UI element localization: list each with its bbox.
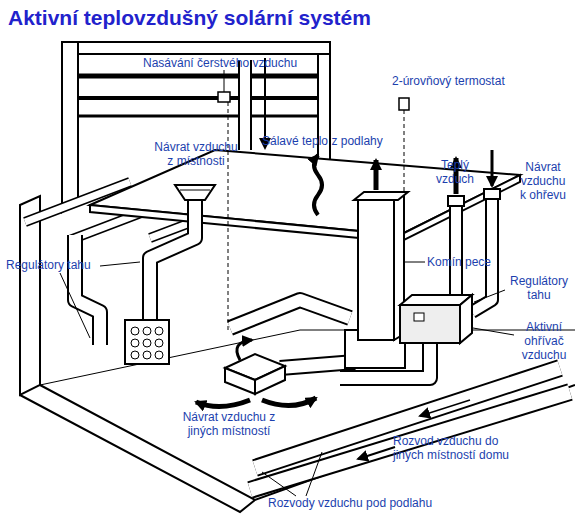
box-side — [225, 368, 255, 394]
floor-duct — [250, 392, 570, 490]
intake-duct — [240, 60, 250, 150]
supply-duct — [230, 300, 350, 328]
thermostat-symbol — [399, 98, 409, 110]
floor-duct — [250, 392, 570, 490]
leader-lines — [60, 70, 514, 496]
grille-hole — [155, 339, 163, 347]
grille-hole — [143, 351, 151, 359]
callout-label: Sálavé teplo z podlahy — [262, 134, 383, 148]
glazing-bar — [78, 115, 318, 118]
grille-hole — [143, 327, 151, 335]
basement-floor-back — [40, 330, 575, 385]
damper-duct — [75, 235, 100, 345]
flow-arrow — [196, 400, 250, 407]
basement-wall — [20, 196, 40, 395]
flow-arrow — [358, 447, 395, 459]
callout-label: 2-úrovňový termostat — [392, 74, 505, 88]
grille-hole — [155, 327, 163, 335]
intake-duct — [238, 60, 252, 150]
register-grille — [180, 190, 210, 191]
diagram-title: Aktivní teplovzdušný solární systém — [8, 6, 371, 30]
callout-label: Aktivní ohřívač vzduchu — [516, 320, 572, 362]
callout-label: Regulátory tahu — [506, 274, 572, 302]
floor-register — [175, 185, 215, 200]
air-ducts — [75, 60, 570, 490]
callout-label: Rozvody vzduchu pod podlahu — [268, 496, 432, 510]
supply-duct — [280, 362, 355, 368]
duct-cap — [448, 196, 464, 206]
thermostat-wire — [404, 110, 405, 198]
collector-post — [62, 42, 78, 212]
callout-label: Návrat vzduchu z jiných místností — [176, 410, 282, 438]
callout-label: Regulátory tahu — [6, 258, 91, 272]
active-heater — [400, 295, 472, 343]
return-duct — [150, 200, 195, 322]
duct-cap — [484, 189, 500, 199]
glazing-bar — [78, 74, 318, 79]
grille-hole — [131, 339, 139, 347]
radiant-heat-arrow — [314, 155, 322, 215]
furnace-chimney — [345, 192, 408, 368]
grille-hole — [155, 351, 163, 359]
flow-arrow — [374, 160, 379, 190]
flow-arrow — [262, 398, 316, 406]
grille-hole — [131, 351, 139, 359]
callout-label: Návrat vzduchu z místnosti — [150, 140, 242, 168]
collector-beam — [78, 42, 330, 54]
grille-hole — [143, 339, 151, 347]
leader-line — [262, 472, 296, 496]
leader-line — [100, 262, 140, 266]
callout-label: Rozvod vzduchu do jiných místností domu — [393, 434, 531, 462]
chimney-front — [358, 200, 394, 340]
basement-shell — [20, 196, 575, 512]
glazing-bar — [78, 96, 318, 100]
leader-line — [224, 70, 225, 92]
hidden-duct — [228, 102, 229, 330]
chimney-cap — [354, 192, 408, 200]
callout-label: Návrat vzduchu k ohřevu — [516, 160, 570, 202]
box-side — [255, 366, 285, 394]
callout-label: Komín pece — [427, 255, 491, 269]
junction-box — [225, 354, 285, 394]
heater-side — [460, 295, 472, 343]
leader-line — [473, 328, 514, 335]
return-grille — [125, 320, 169, 364]
return-duct — [150, 200, 195, 322]
heater-control — [414, 313, 424, 321]
leader-line — [474, 290, 505, 302]
grille-box — [125, 320, 169, 364]
leader-line — [405, 262, 425, 263]
supply-duct — [280, 362, 355, 368]
damper-duct — [75, 235, 100, 345]
callout-label: Nasávání čerstvého vzduchu — [143, 56, 297, 70]
flow-arrow — [237, 340, 252, 360]
grille-hole — [131, 327, 139, 335]
flow-arrow — [420, 400, 470, 416]
leader-line — [60, 273, 90, 338]
airflow-arrows — [196, 58, 492, 459]
intake-box — [218, 92, 230, 102]
callout-label: Teplý vzduch — [430, 158, 480, 186]
leader-line — [306, 452, 322, 496]
supply-duct — [230, 300, 350, 328]
heater-front — [400, 305, 460, 343]
flow-arrow — [491, 150, 494, 186]
slab-edge — [90, 205, 400, 242]
